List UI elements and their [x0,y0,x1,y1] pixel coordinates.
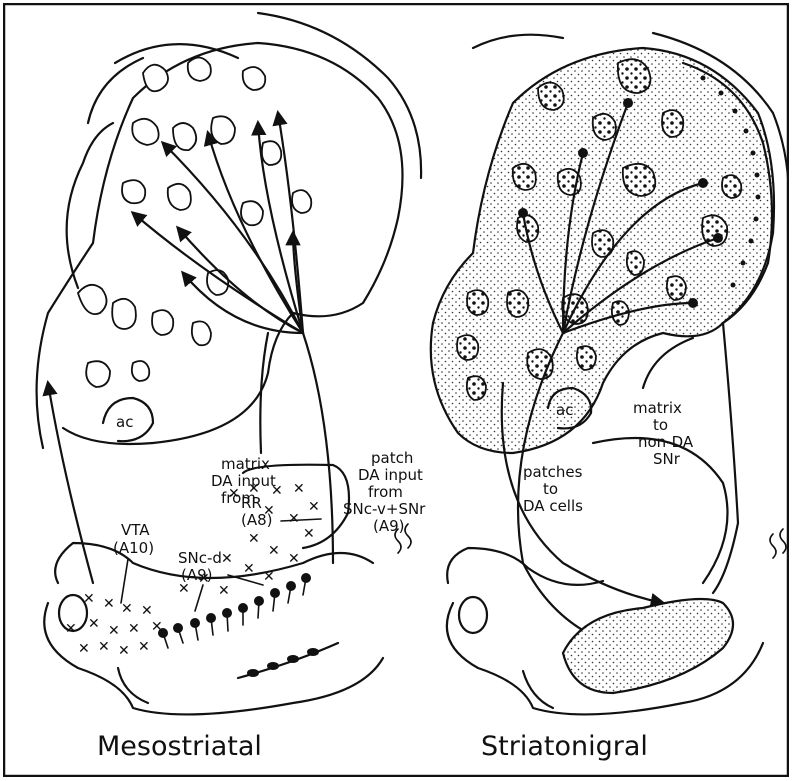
svg-text:to: to [653,416,668,434]
cerebral-aqueduct-right [459,597,487,633]
striatum-outline [37,43,403,448]
svg-text:✕: ✕ [243,561,255,577]
svg-text:✕: ✕ [65,621,77,637]
svg-text:✕: ✕ [103,596,115,612]
svg-text:matrix: matrix [221,455,270,473]
ac-label-left: ac [116,413,133,431]
svg-text:✕: ✕ [138,639,150,655]
mesostriatal-title: Mesostriatal [97,731,262,762]
peduncle-line-right [523,671,553,708]
svg-text:✕: ✕ [78,641,90,657]
svg-text:SNc-v+SNr: SNc-v+SNr [343,500,426,518]
svg-text:✕: ✕ [141,603,153,619]
striatonigral-panel: ac matrix to [431,33,789,762]
svg-text:DA input: DA input [211,472,276,490]
ac-label-right: ac [556,401,573,419]
svg-text:patch: patch [371,449,413,467]
svg-text:VTA: VTA [121,521,150,539]
svg-text:✕: ✕ [98,639,110,655]
internal-capsule-right [713,323,738,593]
striatonigral-title: Striatonigral [481,731,648,762]
svg-text:✕: ✕ [293,481,305,497]
svg-text:✕: ✕ [263,569,275,585]
svg-text:patches: patches [523,463,583,481]
svg-text:✕: ✕ [121,601,133,617]
svg-text:(A10): (A10) [113,539,154,557]
svg-text:✕: ✕ [308,499,320,515]
diagram-canvas: ac ✕✕✕✕ ✕✕✕✕ ✕✕✕ ✕✕✕ ✕✕✕ ✕✕ [3,3,789,777]
svg-text:(A8): (A8) [241,511,273,529]
svg-text:non-DA: non-DA [638,433,694,451]
cortex-arc-left-2 [88,58,143,123]
svg-text:(A9): (A9) [373,517,405,535]
peduncle-line-left [118,668,148,703]
svg-text:✕: ✕ [88,616,100,632]
svg-text:matrix: matrix [633,399,682,417]
svg-text:✕: ✕ [288,511,300,527]
svg-text:to: to [543,480,558,498]
svg-text:✕: ✕ [268,543,280,559]
midbrain-upper-outline-right [447,548,603,585]
figure-frame: ac ✕✕✕✕ ✕✕✕✕ ✕✕✕ ✕✕✕ ✕✕✕ ✕✕ [3,3,789,777]
svg-text:(A9): (A9) [181,566,213,584]
cortex-arc-right-panel [473,35,563,48]
svg-text:DA cells: DA cells [523,497,583,515]
svg-text:✕: ✕ [128,621,140,637]
squiggle-right-1 [770,534,776,558]
cortex-arc-right [258,13,421,178]
matrix-to-nonda-label: matrix to non-DA SNr [633,399,694,468]
squiggle-right-2 [780,529,786,553]
patches-to-da-label: patches to DA cells [523,463,583,515]
svg-text:✕: ✕ [118,643,130,659]
svg-text:✕: ✕ [218,583,230,599]
svg-text:RR: RR [241,494,262,512]
svg-text:from: from [368,483,403,501]
svg-text:✕: ✕ [108,623,120,639]
matrix-arc [643,338,693,388]
internal-capsule-line [260,333,268,453]
outer-left-arc [67,123,113,288]
svg-text:DA input: DA input [358,466,423,484]
svg-text:✕: ✕ [303,526,315,542]
cortex-arc-left [115,44,238,63]
snc-d-label: SNc-d (A9) [178,549,263,611]
svg-text:SNc-d: SNc-d [178,549,222,567]
svg-text:✕: ✕ [83,591,95,607]
svg-text:✕: ✕ [288,551,300,567]
svg-text:SNr: SNr [653,450,681,468]
svg-text:✕: ✕ [248,531,260,547]
squiggle-left-2 [405,524,411,548]
svg-text:✕: ✕ [221,551,233,567]
patch-input-label: patch DA input from SNc-v+SNr (A9) [343,449,426,535]
substantia-nigra-stippled [563,599,733,693]
mesostriatal-panel: ac ✕✕✕✕ ✕✕✕✕ ✕✕✕ ✕✕✕ ✕✕✕ ✕✕ [37,13,427,762]
